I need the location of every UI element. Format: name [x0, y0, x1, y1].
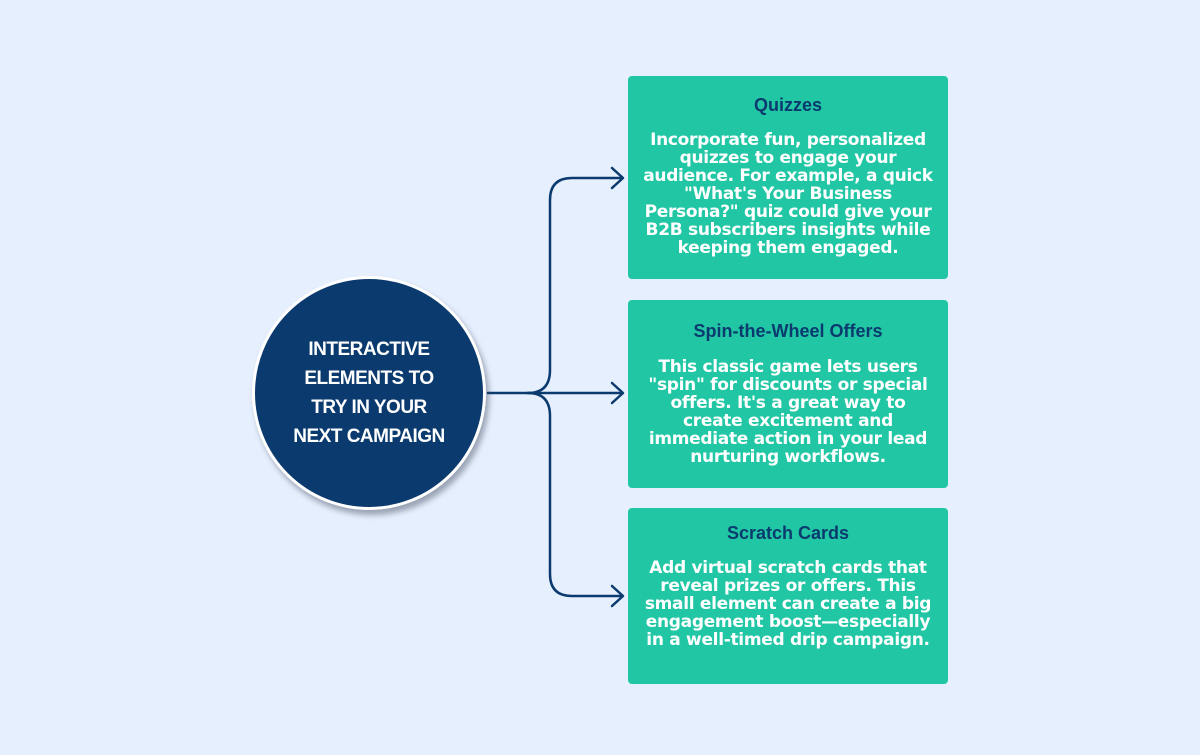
card-title-quizzes: Quizzes	[753, 95, 823, 115]
card-spin-the-wheel: Spin-the-Wheel Offers This classic game …	[628, 300, 948, 488]
card-title-spin-the-wheel: Spin-the-Wheel Offers	[693, 321, 883, 341]
card-body-spin-the-wheel: This classic game lets users "spin" for …	[648, 357, 928, 467]
central-topic-text: INTERACTIVE ELEMENTS TO TRY IN YOUR NEXT…	[274, 335, 464, 451]
central-topic-line-1: INTERACTIVE	[308, 339, 430, 360]
branch-quizzes	[526, 176, 624, 395]
central-topic-circle: INTERACTIVE ELEMENTS TO TRY IN YOUR NEXT…	[252, 276, 486, 510]
arrowhead-quizzes	[610, 166, 625, 190]
card-body-scratch-cards: Add virtual scratch cards that reveal pr…	[644, 558, 932, 650]
card-body-quizzes: Incorporate fun, personalized quizzes to…	[643, 130, 933, 258]
central-topic-line-2: ELEMENTS TO	[304, 368, 434, 389]
card-quizzes: Quizzes Incorporate fun, personalized qu…	[628, 76, 948, 279]
card-title-scratch-cards: Scratch Cards	[726, 523, 850, 543]
card-scratch-cards: Scratch Cards Add virtual scratch cards …	[628, 508, 948, 684]
arrowhead-spin-wheel	[610, 381, 625, 405]
central-topic-line-4: NEXT CAMPAIGN	[293, 426, 445, 447]
branch-scratch-cards	[526, 391, 624, 598]
arrowhead-scratch-cards	[610, 584, 625, 608]
central-topic-line-3: TRY IN YOUR	[311, 397, 427, 418]
